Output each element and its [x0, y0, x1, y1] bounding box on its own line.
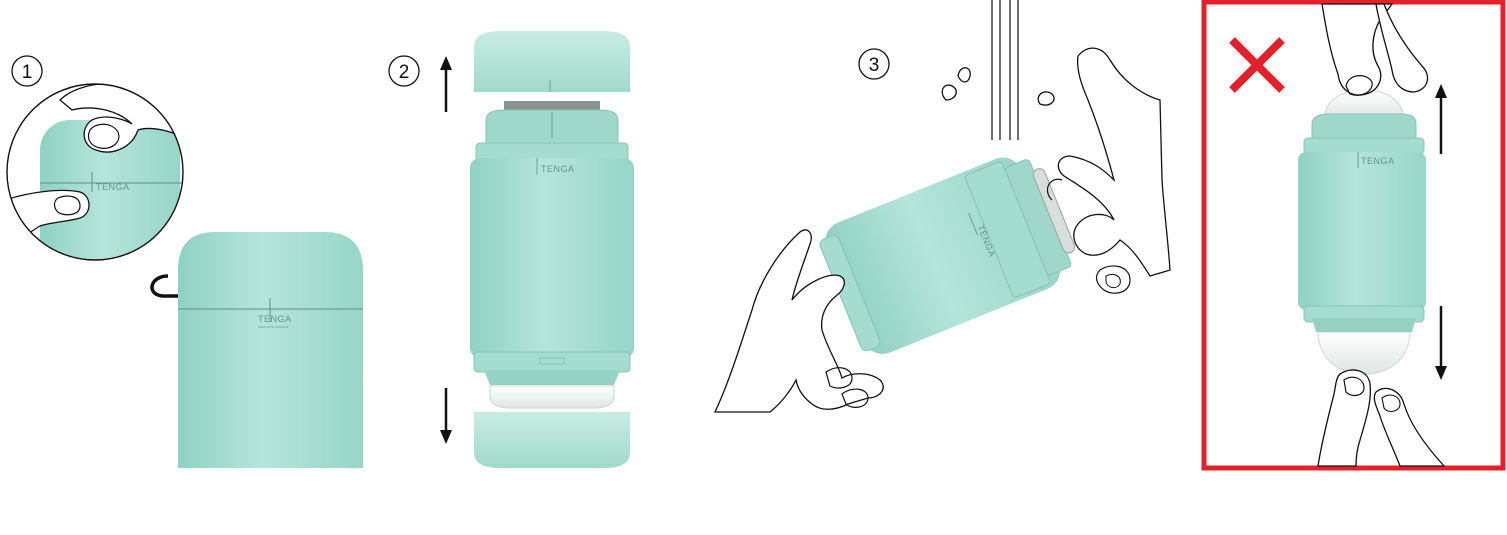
- brand-label-4: TENGA: [1361, 156, 1395, 166]
- inner-sleeve: [490, 386, 614, 408]
- step-2-number: 2: [389, 56, 419, 86]
- water-stream: [992, 0, 1018, 140]
- hand-right: [1058, 48, 1170, 276]
- bottom-cap: [474, 412, 630, 468]
- top-cap: [474, 31, 630, 92]
- device-closed: TENGA LESS WITH PASSION: [178, 232, 363, 468]
- warning-panel: TENGA: [1204, 2, 1503, 468]
- arrow-down-icon: [440, 388, 452, 444]
- step-2: 2 TENGA: [389, 31, 634, 468]
- device-rinsing: TENGA: [815, 144, 1086, 362]
- svg-text:1: 1: [22, 62, 33, 83]
- brand-label-1: TENGA: [258, 314, 292, 324]
- step-1: 1 TENGA: [0, 56, 363, 468]
- svg-text:2: 2: [399, 62, 410, 83]
- step-3-number: 3: [859, 49, 889, 79]
- arrow-up-icon: [440, 56, 452, 112]
- device-body: TENGA: [470, 158, 634, 385]
- brand-label-detail: TENGA: [96, 182, 130, 192]
- brand-label-2: TENGA: [541, 164, 575, 174]
- water-droplets: [942, 68, 1054, 105]
- step-3: 3 TENGA: [715, 0, 1170, 412]
- tagline-1: LESS WITH PASSION: [258, 325, 288, 329]
- device-warning: TENGA: [1298, 114, 1426, 332]
- svg-text:3: 3: [869, 55, 880, 76]
- zoom-detail-circle: TENGA: [0, 80, 200, 280]
- step-1-number: 1: [12, 56, 42, 86]
